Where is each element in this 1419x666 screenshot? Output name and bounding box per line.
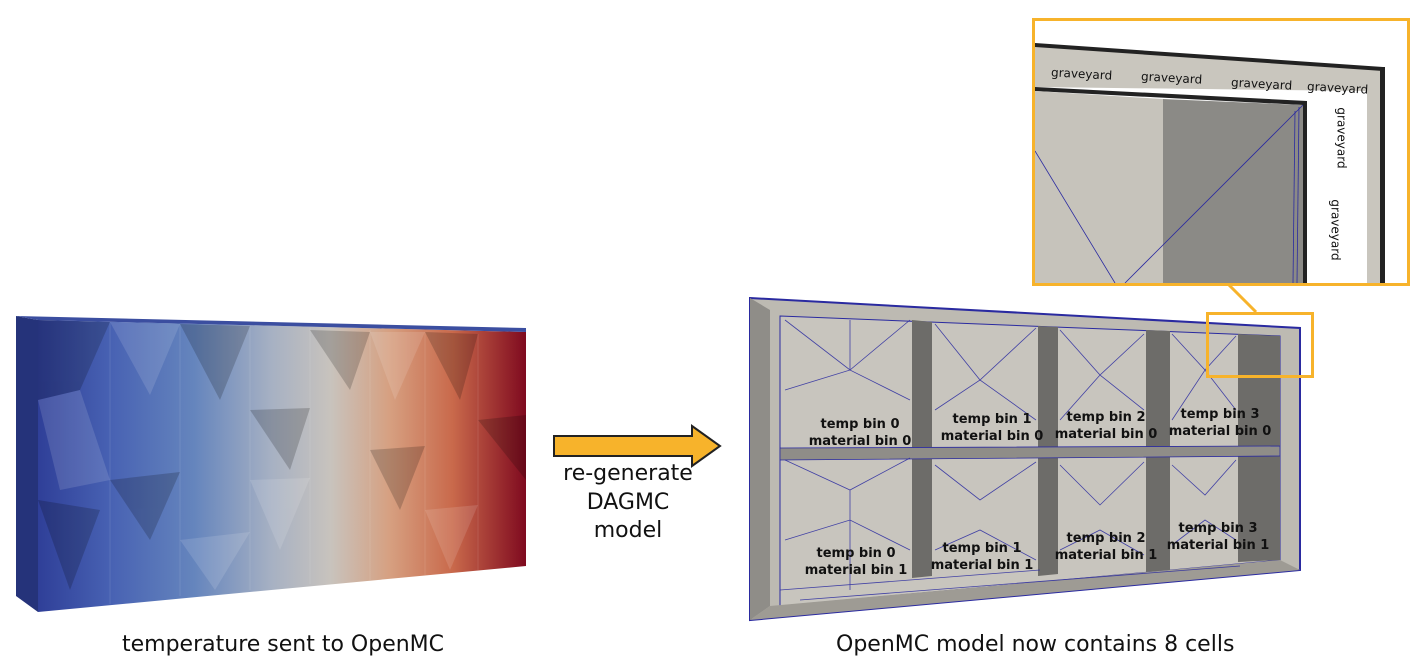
graveyard-outer-edge — [1035, 43, 1383, 71]
temp-bin-label: temp bin 2 — [1066, 410, 1146, 425]
cell-label-bottom-3: temp bin 3 material bin 1 — [1158, 521, 1278, 555]
block-front-face — [38, 320, 526, 612]
zoom-inset: graveyard graveyard graveyard graveyard … — [1032, 18, 1410, 286]
cell-label-top-0: temp bin 0 material bin 0 — [800, 417, 920, 451]
cell-label-bottom-1: temp bin 1 material bin 1 — [922, 541, 1042, 575]
mesh-columns — [109, 322, 479, 604]
graveyard-outer-edge-side — [1380, 67, 1385, 283]
temp-bin-label: temp bin 3 — [1180, 407, 1260, 422]
dagmc-model — [749, 296, 1301, 622]
block-top-face — [16, 316, 526, 332]
cell-label-top-2: temp bin 2 material bin 0 — [1046, 410, 1166, 444]
material-bin-label: material bin 0 — [940, 428, 1044, 444]
right-caption: OpenMC model now contains 8 cells — [836, 632, 1235, 657]
material-bin-label: material bin 1 — [930, 557, 1034, 573]
temperature-mesh — [16, 316, 526, 612]
mesh-highlights — [38, 322, 478, 590]
frame-floor — [750, 560, 1300, 620]
material-bin-label: material bin 1 — [804, 562, 908, 578]
temp-bin-label: temp bin 3 — [1178, 521, 1258, 536]
material-bin-label: material bin 0 — [1054, 426, 1158, 442]
temp-bin-label: temp bin 1 — [942, 541, 1022, 556]
mesh-facets — [38, 320, 526, 590]
cell-label-top-3: temp bin 3 material bin 0 — [1160, 407, 1280, 441]
graveyard-band — [1035, 45, 1383, 283]
left-caption: temperature sent to OpenMC — [122, 632, 445, 657]
block-side-face — [16, 316, 38, 612]
material-bin-label: material bin 0 — [808, 433, 912, 449]
inset-mesh-lines — [1035, 104, 1304, 283]
inner-face-light — [1035, 91, 1163, 283]
zoom-highlight-box — [1206, 312, 1314, 378]
arrow-icon — [553, 424, 722, 468]
temp-bin-label: temp bin 1 — [952, 412, 1032, 427]
material-bin-label: material bin 1 — [1166, 537, 1270, 553]
zoom-connector — [1224, 280, 1258, 314]
arrow-label: re-generate DAGMC model — [548, 460, 708, 546]
arrow-label-line-1: re-generate — [563, 461, 693, 486]
graveyard-label-side-2: graveyard — [1328, 199, 1343, 261]
cell-label-bottom-0: temp bin 0 material bin 1 — [796, 546, 916, 580]
material-bin-label: material bin 0 — [1168, 423, 1272, 439]
graveyard-label-side-1: graveyard — [1334, 107, 1349, 169]
mesh-lines — [779, 319, 1241, 601]
frame-left-side — [750, 298, 770, 620]
mid-divider — [779, 445, 1281, 461]
inset-geometry — [1035, 43, 1385, 283]
cell-label-bottom-2: temp bin 2 material bin 1 — [1046, 531, 1166, 565]
temp-bin-label: temp bin 0 — [820, 417, 900, 432]
arrow-label-line-2: DAGMC — [586, 489, 670, 515]
temp-bin-label: temp bin 2 — [1066, 531, 1146, 546]
arrow-label-line-3: model — [593, 518, 663, 544]
cell-label-top-1: temp bin 1 material bin 0 — [932, 412, 1052, 446]
temp-bin-label: temp bin 0 — [816, 546, 896, 561]
material-bin-label: material bin 1 — [1054, 547, 1158, 563]
inner-face-dark — [1163, 99, 1303, 283]
